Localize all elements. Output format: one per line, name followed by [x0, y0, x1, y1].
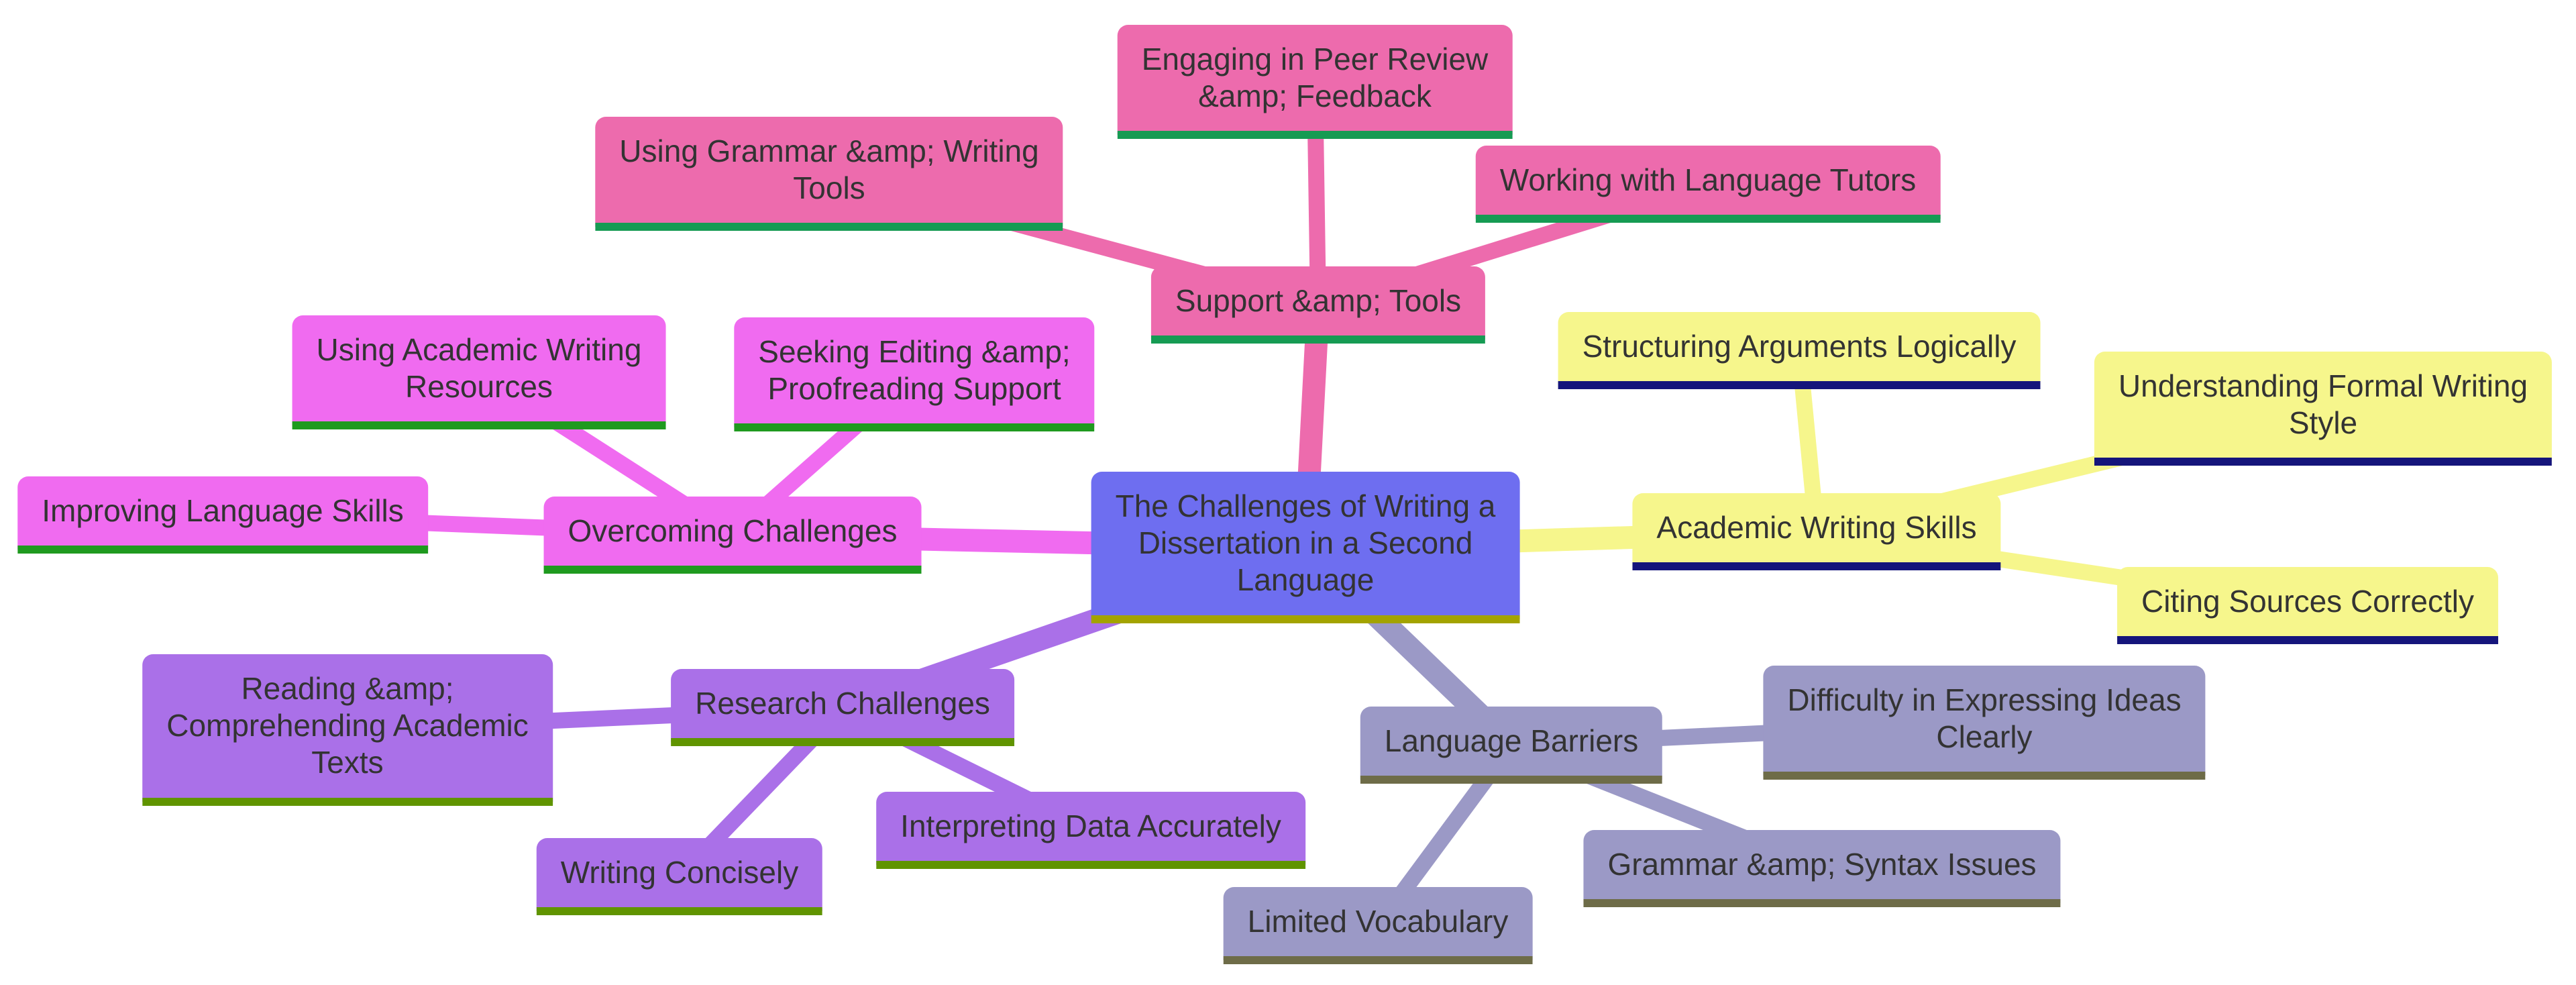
node-label: Research Challenges [695, 686, 990, 721]
node-label: Working with Language Tutors [1499, 162, 1917, 197]
node-label: Improving Language Skills [42, 493, 404, 528]
mindmap-node-interpreting: Interpreting Data Accurately [876, 792, 1305, 870]
mindmap-node-syntax: Grammar &amp; Syntax Issues [1583, 830, 2061, 908]
node-label: Understanding Formal Writing Style [2118, 368, 2528, 441]
mindmap-node-central: The Challenges of Writing a Dissertation… [1091, 472, 1520, 623]
node-label: The Challenges of Writing a Dissertation… [1115, 488, 1496, 598]
node-label: Support &amp; Tools [1175, 283, 1462, 318]
mindmap-node-tutors: Working with Language Tutors [1475, 146, 1941, 223]
mindmap-node-engaging: Engaging in Peer Review &amp; Feedback [1117, 25, 1513, 140]
node-label: Engaging in Peer Review &amp; Feedback [1141, 42, 1489, 114]
mindmap-node-limited: Limited Vocabulary [1223, 887, 1533, 965]
node-label: Using Academic Writing Resources [316, 332, 642, 405]
mindmap-node-improving: Improving Language Skills [17, 476, 428, 554]
mindmap-node-structuring: Structuring Arguments Logically [1558, 312, 2041, 390]
node-label: Overcoming Challenges [568, 513, 898, 548]
node-label: Academic Writing Skills [1656, 510, 1977, 545]
mindmap-node-formal: Understanding Formal Writing Style [2094, 352, 2553, 466]
node-label: Grammar &amp; Syntax Issues [1607, 847, 2037, 882]
node-label: Citing Sources Correctly [2141, 584, 2474, 619]
mindmap-node-writing: Writing Concisely [536, 838, 823, 916]
node-label: Language Barriers [1384, 723, 1639, 758]
node-label: Using Grammar &amp; Writing Tools [619, 134, 1039, 206]
node-label: Interpreting Data Accurately [900, 809, 1281, 843]
node-label: Structuring Arguments Logically [1582, 329, 2017, 364]
mindmap-node-support: Support &amp; Tools [1150, 266, 1486, 344]
node-label: Difficulty in Expressing Ideas Clearly [1787, 682, 2182, 755]
node-label: Seeking Editing &amp; Proofreading Suppo… [758, 334, 1071, 407]
mindmap-node-citing: Citing Sources Correctly [2117, 567, 2498, 645]
mindmap-node-grammar: Using Grammar &amp; Writing Tools [595, 117, 1063, 231]
mindmap-node-difficulty: Difficulty in Expressing Ideas Clearly [1763, 666, 2206, 780]
node-label: Writing Concisely [560, 855, 799, 890]
mindmap-node-resources: Using Academic Writing Resources [292, 315, 666, 430]
mindmap-node-reading: Reading &amp; Comprehending Academic Tex… [142, 654, 553, 806]
mindmap-node-academic: Academic Writing Skills [1632, 493, 2001, 571]
mindmap-node-overcoming: Overcoming Challenges [543, 497, 922, 574]
mindmap-node-seeking: Seeking Editing &amp; Proofreading Suppo… [734, 317, 1095, 432]
node-label: Limited Vocabulary [1247, 904, 1509, 939]
mindmap-node-research: Research Challenges [671, 669, 1014, 747]
node-label: Reading &amp; Comprehending Academic Tex… [166, 671, 529, 780]
mindmap-node-barriers: Language Barriers [1360, 707, 1663, 784]
